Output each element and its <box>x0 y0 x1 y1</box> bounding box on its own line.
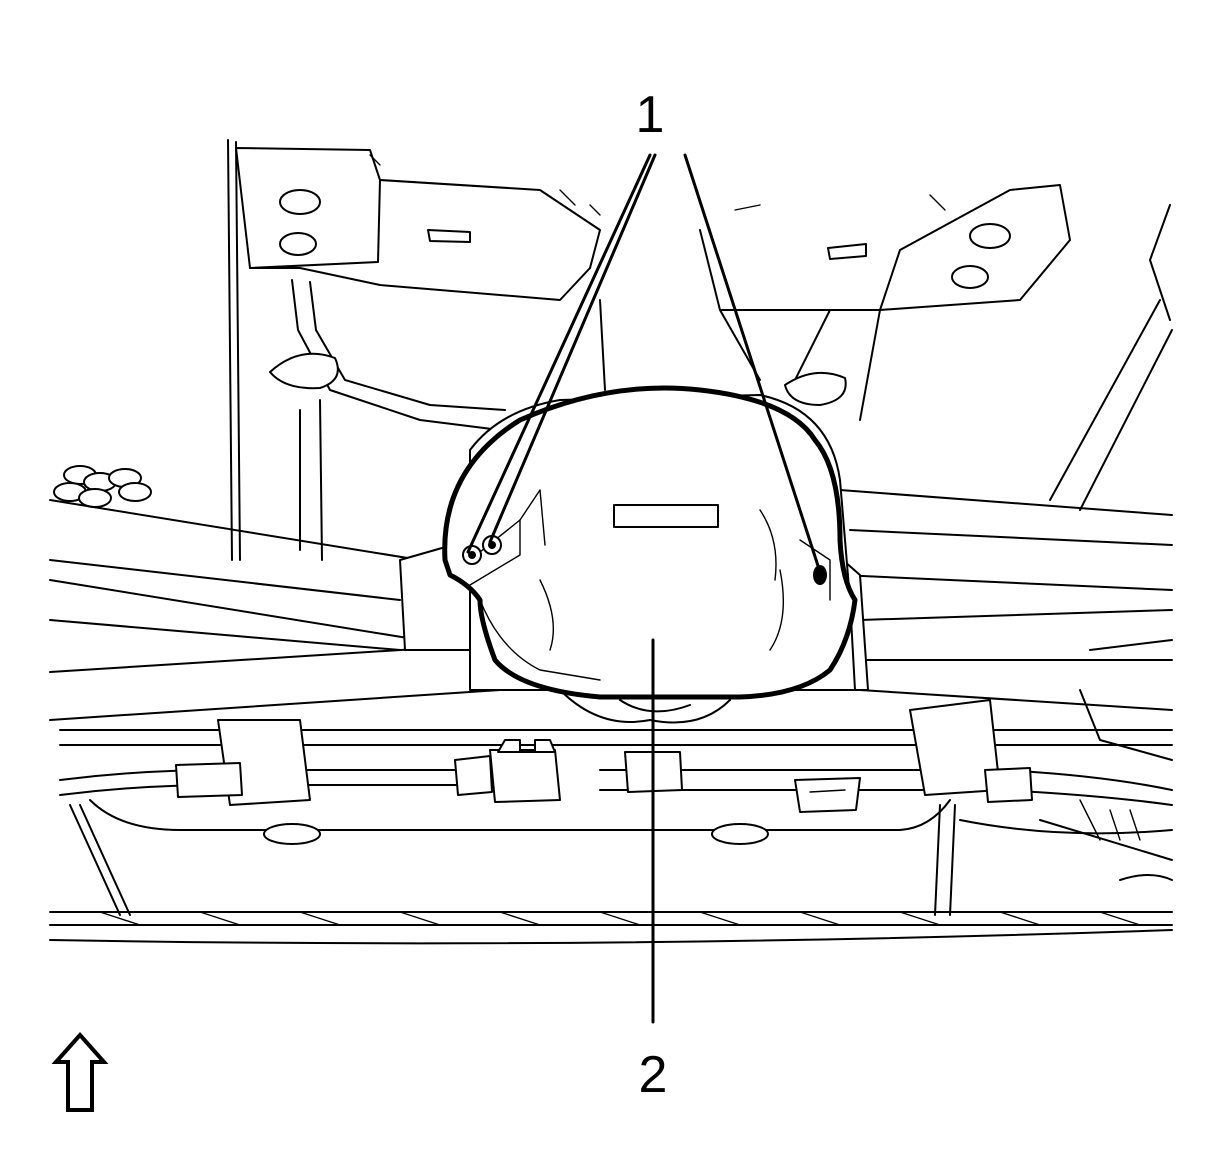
fastener-bolt-right <box>813 565 827 585</box>
up-arrow-icon <box>51 1031 109 1112</box>
underbody-floor-panel <box>227 139 1173 561</box>
differential-cover <box>442 385 858 700</box>
leader-line-1-left <box>466 153 652 554</box>
leader-line-1-right <box>683 153 822 574</box>
lower-panel <box>49 799 1173 945</box>
leader-line-1-mid <box>488 153 657 544</box>
cover-label-plate <box>613 504 719 528</box>
cables-and-harness <box>59 639 1173 813</box>
callout-leaders <box>466 153 822 1024</box>
callout-label-1: 1 <box>636 86 665 144</box>
callout-label-2: 2 <box>639 1046 668 1104</box>
left-fastener-cluster <box>53 465 152 508</box>
